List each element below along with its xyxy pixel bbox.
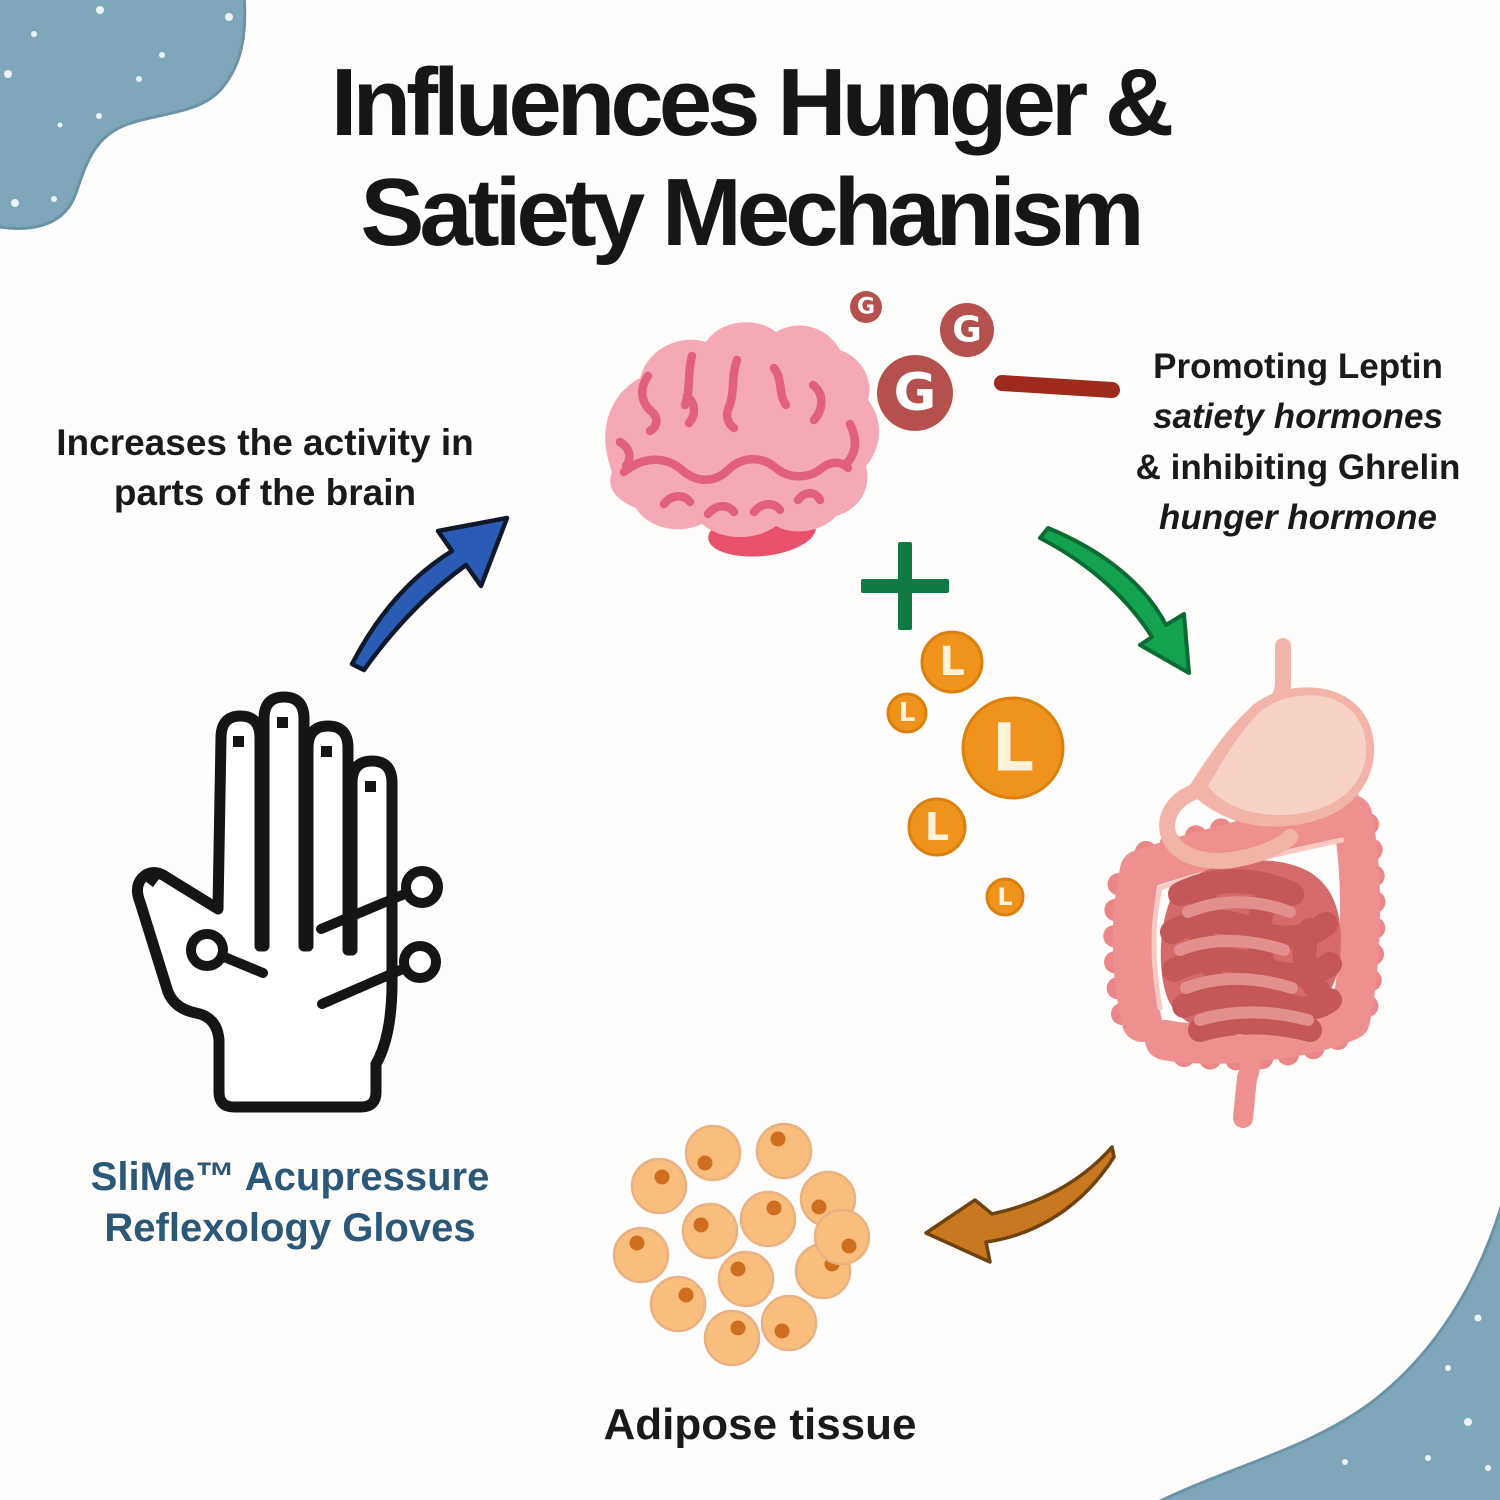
decorative-blob-bottom-right [1158,1205,1500,1500]
svg-text:G: G [952,310,982,351]
blue-arrow-icon [349,515,510,673]
leptin-molecules: L L L L L [886,630,1065,917]
ghrelin-molecules: G G G [850,291,1120,431]
fingernail-mark [365,781,376,792]
fingernail-mark [277,717,288,728]
minus-dash-icon [994,375,1120,398]
decorative-blob-top-left [0,0,247,230]
green-arrow-icon [1038,526,1191,675]
hormone-note: Promoting Leptin satiety hormones & inhi… [1135,347,1461,538]
svg-text:L: L [925,805,949,849]
acupressure-glove-icon [131,691,443,1113]
brain-illustration [605,322,880,557]
plus-icon [861,542,949,630]
acupressure-point [399,941,441,983]
orange-arrow-icon [924,1145,1116,1264]
svg-text:L: L [992,710,1034,787]
acupressure-point [186,929,228,971]
fingernail-mark [321,746,332,757]
svg-text:G: G [857,295,875,320]
fat-cells-illustration [612,1122,871,1367]
svg-text:G: G [894,363,937,423]
fingernail-mark [144,871,160,888]
page-title: Influences Hunger &Satiety Mechanism [330,49,1174,267]
svg-text:L: L [899,698,916,728]
acupressure-point [401,866,443,908]
fingernail-mark [233,736,244,747]
svg-text:L: L [997,883,1012,911]
adipose-caption: Adipose tissue [603,1400,917,1449]
digestive-system-illustration [1103,638,1386,1128]
svg-text:L: L [939,639,965,685]
